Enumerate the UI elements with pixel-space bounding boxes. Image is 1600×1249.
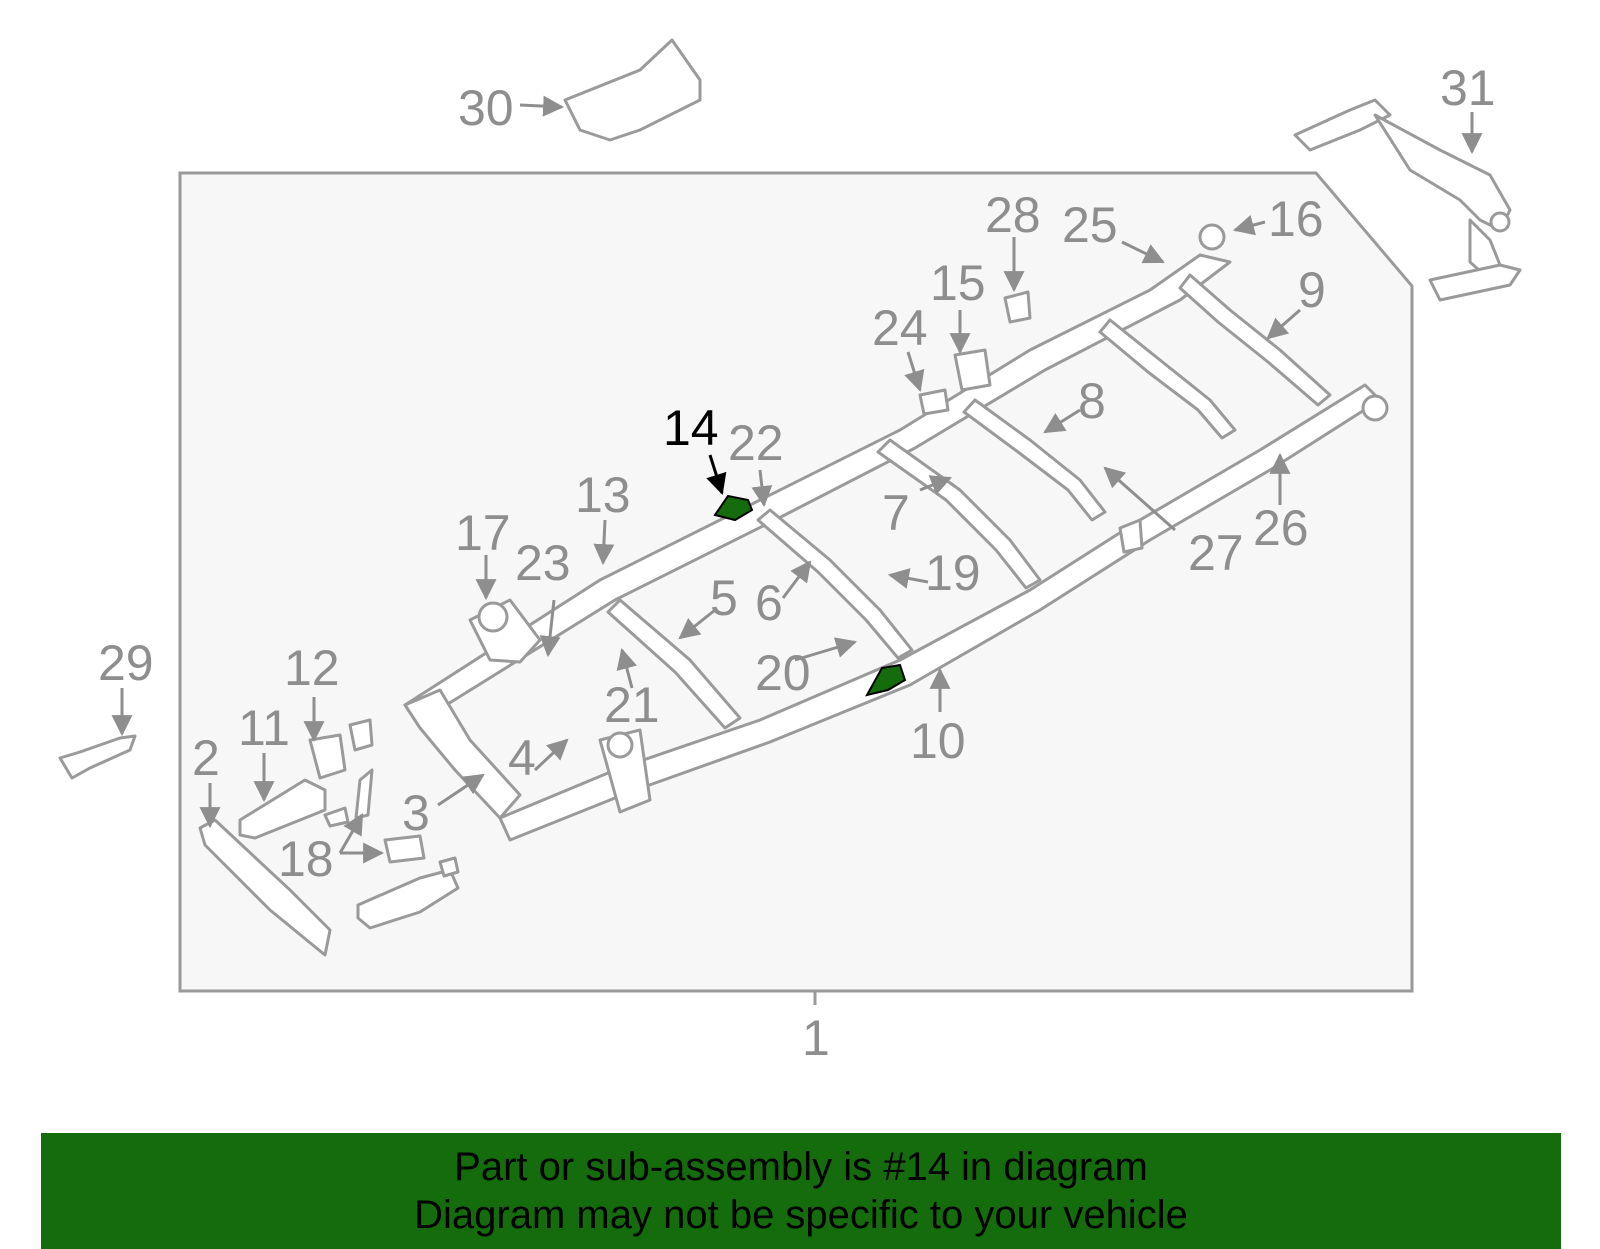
callout-30: 30 (458, 80, 514, 136)
callout-8: 8 (1078, 373, 1106, 429)
callout-13: 13 (575, 467, 631, 523)
callout-17: 17 (455, 505, 511, 561)
callout-18: 18 (278, 831, 334, 887)
info-banner: Part or sub-assembly is #14 in diagram D… (41, 1133, 1561, 1249)
callout-4: 4 (508, 730, 536, 786)
callout-23: 23 (515, 535, 571, 591)
frame-rails (403, 223, 1389, 842)
callout-11: 11 (238, 700, 290, 756)
callout-28: 28 (985, 187, 1041, 243)
callout-29: 29 (98, 635, 154, 691)
highlighted-part-14 (713, 494, 907, 697)
callout-24: 24 (872, 300, 928, 356)
callout-26: 26 (1253, 500, 1309, 556)
callout-20: 20 (755, 645, 811, 701)
callout-27: 27 (1188, 525, 1244, 581)
callout-22: 22 (728, 415, 784, 471)
callout-10: 10 (910, 713, 966, 769)
callout-19: 19 (925, 545, 981, 601)
callout-1: 1 (802, 1010, 830, 1066)
callout-5: 5 (710, 570, 738, 626)
callout-3: 3 (402, 785, 430, 841)
callout-25: 25 (1062, 197, 1118, 253)
callout-9: 9 (1298, 262, 1326, 318)
callout-15: 15 (930, 255, 986, 311)
callout-16: 16 (1268, 191, 1324, 247)
banner-line-2: Diagram may not be specific to your vehi… (414, 1193, 1188, 1237)
callout-31: 31 (1440, 60, 1496, 116)
callout-2: 2 (192, 730, 220, 786)
callout-14: 14 (663, 400, 719, 456)
callout-7: 7 (882, 485, 910, 541)
callout-12: 12 (284, 640, 340, 696)
loose-parts (58, 38, 1522, 957)
banner-line-1: Part or sub-assembly is #14 in diagram (454, 1145, 1148, 1189)
callout-21: 21 (604, 677, 660, 733)
callout-6: 6 (755, 575, 783, 631)
leader-arrows (111, 95, 1483, 864)
callout-labels: 1 2 3 4 5 6 7 8 9 10 11 12 13 14 15 16 1… (98, 60, 1496, 1066)
